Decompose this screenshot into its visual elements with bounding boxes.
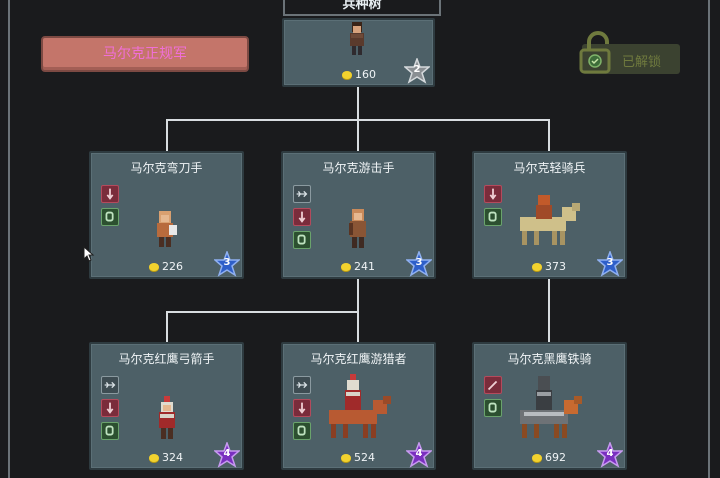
connector-line [166, 311, 168, 343]
unit-cost: 324 [149, 451, 183, 464]
unit-name: 马尔克红鹰游猎者 [310, 352, 407, 366]
shield-icon [101, 422, 119, 440]
gold-coin-icon [149, 454, 159, 462]
unit-cost: 692 [532, 451, 566, 464]
hawk-ranger-sprite [329, 374, 391, 438]
melee-icon [484, 185, 502, 203]
tier-badge: 2 [404, 58, 430, 84]
connector-line [357, 311, 359, 343]
connector-line [548, 119, 550, 152]
connector-line [166, 119, 168, 152]
unit-cost: 373 [532, 260, 566, 273]
tier-badge: 4 [406, 442, 432, 468]
page-title: 兵种树 [283, 0, 441, 16]
shield-icon [484, 399, 502, 417]
ranged-icon [293, 376, 311, 394]
unit-name: 马尔克红鹰弓箭手 [118, 352, 215, 366]
melee-icon [101, 185, 119, 203]
shield-icon [293, 422, 311, 440]
light-cavalry-sprite [520, 195, 580, 245]
gold-coin-icon [149, 263, 159, 271]
infantry-recruit-sprite [350, 22, 364, 55]
unit-name: 马尔克轻骑兵 [513, 161, 586, 175]
ranged-icon [101, 376, 119, 394]
tier-badge: 4 [214, 442, 240, 468]
unit-name: 马尔克黑鹰铁骑 [507, 352, 592, 366]
connector-line [357, 119, 359, 152]
skirmisher-sprite [349, 209, 366, 248]
unlocked-status: 已解锁 [579, 31, 680, 74]
unit-cost: 524 [341, 451, 375, 464]
tier-star-icon [406, 442, 432, 468]
connector-line [548, 278, 550, 343]
unit-name: 马尔克弯刀手 [130, 161, 203, 175]
tier-badge: 3 [597, 251, 623, 277]
connector-line [357, 278, 359, 312]
unit-name: 马尔克游击手 [322, 161, 395, 175]
scimitar-soldier-sprite [157, 211, 177, 247]
unlocked-padlock-icon [579, 31, 611, 74]
shield-icon [293, 231, 311, 249]
gold-coin-icon [532, 263, 542, 271]
tier-badge: 3 [406, 251, 432, 277]
tier-star-icon [404, 58, 430, 84]
black-hawk-cavalry-sprite [520, 376, 582, 438]
melee-icon [293, 399, 311, 417]
unit-card-light-cavalry[interactable]: 马尔克轻骑兵 373 3 [472, 151, 627, 279]
gold-coin-icon [341, 454, 351, 462]
tier-star-icon [597, 251, 623, 277]
unit-cost: 160 [342, 68, 376, 81]
melee-icon [101, 399, 119, 417]
hawk-archer-sprite [159, 396, 175, 439]
gold-coin-icon [532, 454, 542, 462]
tier-badge: 3 [214, 251, 240, 277]
gold-coin-icon [342, 71, 352, 79]
shield-icon [484, 208, 502, 226]
unit-cost: 226 [149, 260, 183, 273]
tier-star-icon [597, 442, 623, 468]
unit-cost: 241 [341, 260, 375, 273]
tier-star-icon [406, 251, 432, 277]
connector-line [357, 86, 359, 120]
unit-card-hawk-ranger[interactable]: 马尔克红鹰游猎者 524 4 [281, 342, 436, 470]
tier-star-icon [214, 251, 240, 277]
tier-badge: 4 [597, 442, 623, 468]
melee-icon [293, 208, 311, 226]
unit-card-black-hawk[interactable]: 马尔克黑鹰铁骑 692 4 [472, 342, 627, 470]
faction-button[interactable]: 马尔克正规军 [41, 36, 249, 72]
mouse-cursor-icon [83, 246, 95, 262]
shield-icon [101, 208, 119, 226]
connector-line [166, 311, 359, 313]
unlocked-label: 已解锁 [622, 55, 662, 70]
unit-card-hawk-archer[interactable]: 马尔克红鹰弓箭手 324 4 [89, 342, 244, 470]
unit-card-skirmisher[interactable]: 马尔克游击手 241 3 [281, 151, 436, 279]
unit-card-root[interactable]: 160 2 [282, 18, 435, 87]
tier-star-icon [214, 442, 240, 468]
ranged-icon [293, 185, 311, 203]
sword-icon [484, 376, 502, 394]
gold-coin-icon [341, 263, 351, 271]
unit-card-scimitar[interactable]: 马尔克弯刀手 226 3 [89, 151, 244, 279]
tree-frame [8, 0, 710, 478]
